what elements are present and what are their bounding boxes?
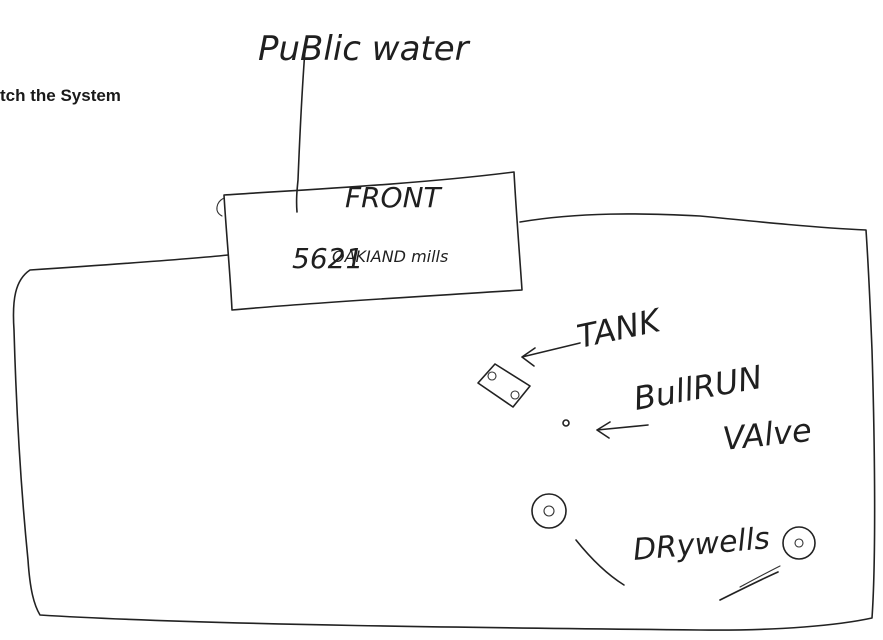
address-street-label: OAKIAND mills — [332, 247, 448, 266]
drywell-left-center — [544, 506, 554, 516]
drywell-right — [783, 527, 815, 559]
tank-lid-2 — [511, 391, 519, 399]
valve-label: VAlve — [721, 411, 814, 458]
valve-arrow — [597, 422, 648, 438]
house-corner-mark — [217, 198, 224, 216]
septic-tank — [478, 364, 530, 407]
tank-lid-1 — [488, 372, 496, 380]
bull-run-label: BullRUN — [631, 358, 765, 418]
drywell-right-center — [795, 539, 803, 547]
drywells-label: DRywells — [632, 521, 772, 568]
public-water-line — [297, 50, 305, 212]
drywell-left-pointer — [576, 540, 624, 585]
public-water-label: PuBlic water — [258, 29, 471, 69]
tank-label: TANK — [574, 301, 666, 356]
drywell-right-pointer — [720, 572, 778, 600]
drywell-right-pointer-2 — [740, 566, 780, 587]
tank-arrow — [522, 343, 580, 366]
bull-run-valve — [563, 420, 569, 426]
front-label: FRONT — [345, 181, 443, 214]
drywell-left — [532, 494, 566, 528]
